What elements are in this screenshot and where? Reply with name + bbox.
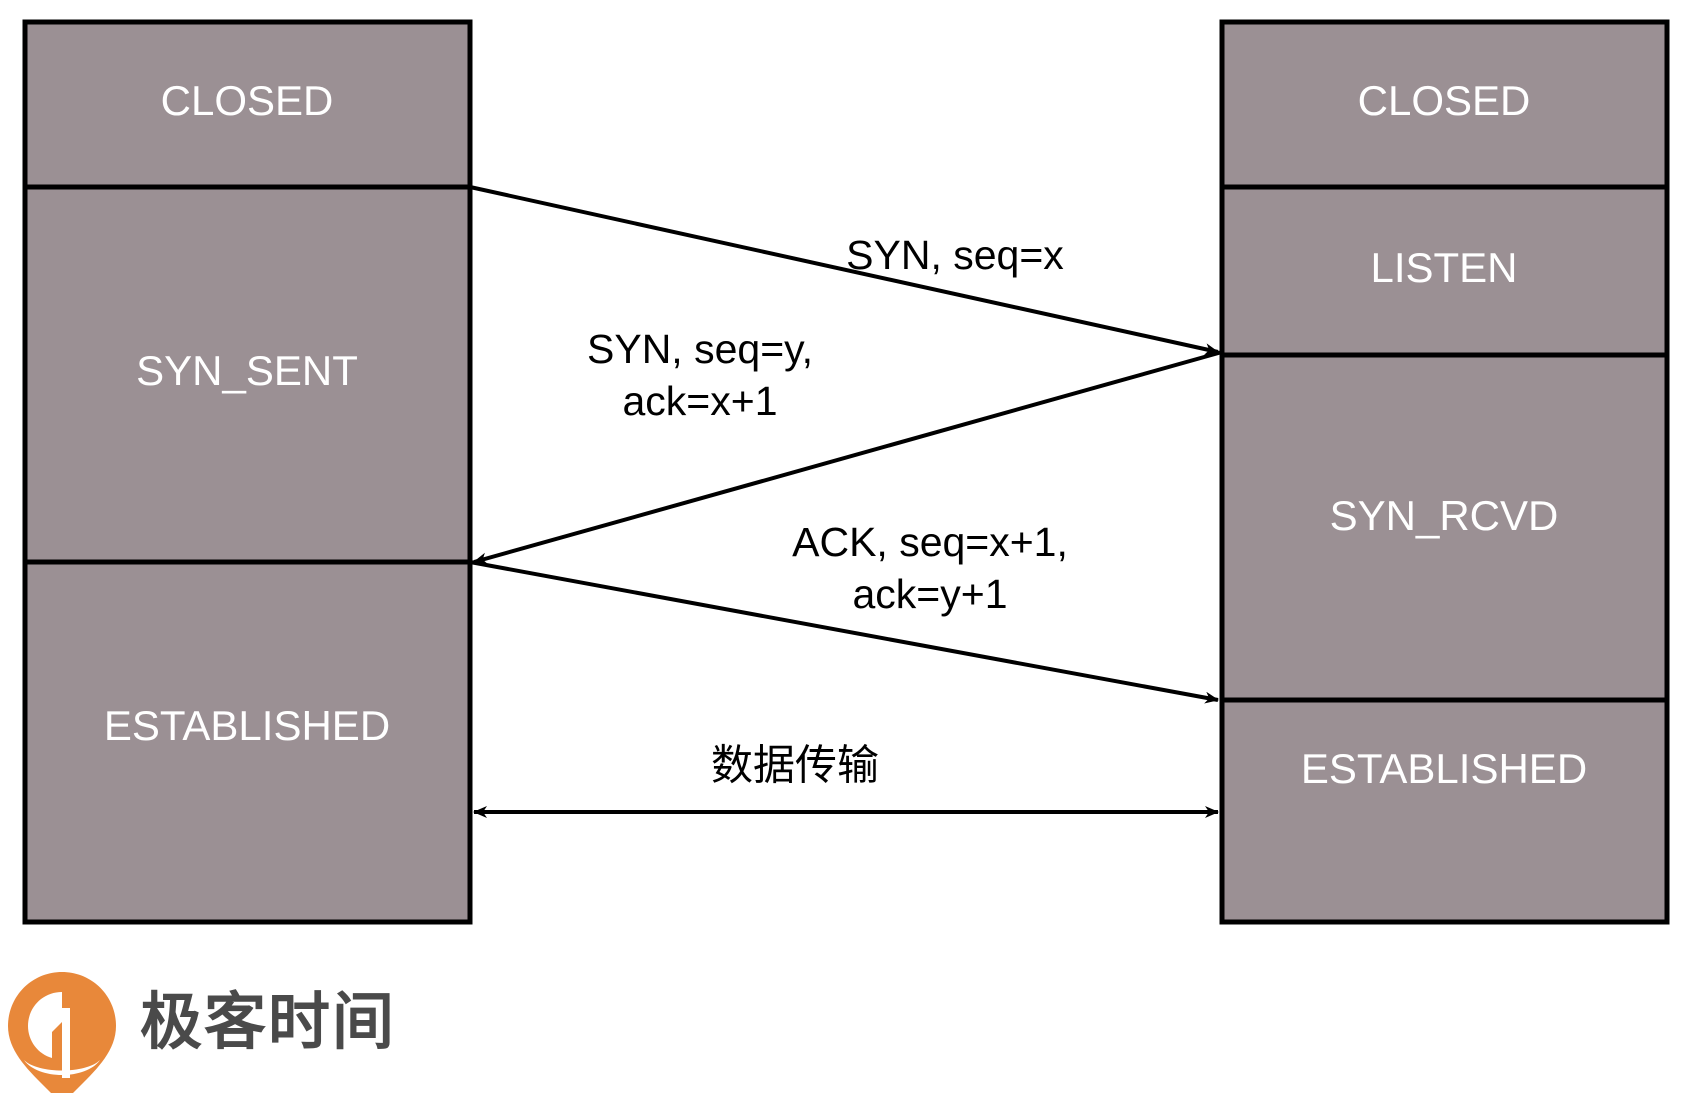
server-state-label-established: ESTABLISHED — [1301, 745, 1587, 792]
geektime-logo: 极客时间 — [8, 972, 396, 1093]
server-state-box-established — [1219, 697, 1670, 925]
client-state-label-established: ESTABLISHED — [104, 702, 390, 749]
message-label-syn-ack-line2: ack=x+1 — [623, 378, 778, 424]
server-state-label-listen: LISTEN — [1370, 244, 1517, 291]
client-state-label-closed: CLOSED — [161, 77, 334, 124]
geektime-logo-mark-icon — [8, 972, 116, 1093]
client-state-box-established — [22, 559, 473, 925]
client-state-box-syn-sent — [22, 184, 473, 565]
server-state-box-syn-rcvd — [1219, 352, 1670, 703]
client-state-label-syn-sent: SYN_SENT — [136, 347, 358, 394]
server-state-box-closed — [1219, 19, 1670, 190]
message-labels: SYN, seq=x SYN, seq=y, ack=x+1 ACK, seq=… — [587, 232, 1068, 790]
client-state-box-closed — [22, 19, 473, 190]
message-label-syn-ack-line1: SYN, seq=y, — [587, 326, 813, 372]
server-state-label-closed: CLOSED — [1358, 77, 1531, 124]
arrow-syn — [469, 185, 1219, 356]
message-label-ack-line2: ack=y+1 — [853, 571, 1008, 617]
message-arrows — [469, 185, 1223, 818]
server-state-label-syn-rcvd: SYN_RCVD — [1330, 492, 1559, 539]
geektime-logo-text: 极客时间 — [140, 985, 396, 1058]
server-state-column: CLOSED LISTEN SYN_RCVD ESTABLISHED — [1219, 19, 1670, 925]
message-label-data-transfer: 数据传输 — [711, 741, 879, 790]
message-label-ack-line1: ACK, seq=x+1, — [792, 519, 1068, 565]
client-state-column: CLOSED SYN_SENT ESTABLISHED — [22, 19, 473, 925]
message-label-syn: SYN, seq=x — [846, 232, 1064, 278]
arrow-ack — [469, 560, 1219, 704]
arrow-syn-ack — [473, 350, 1223, 565]
